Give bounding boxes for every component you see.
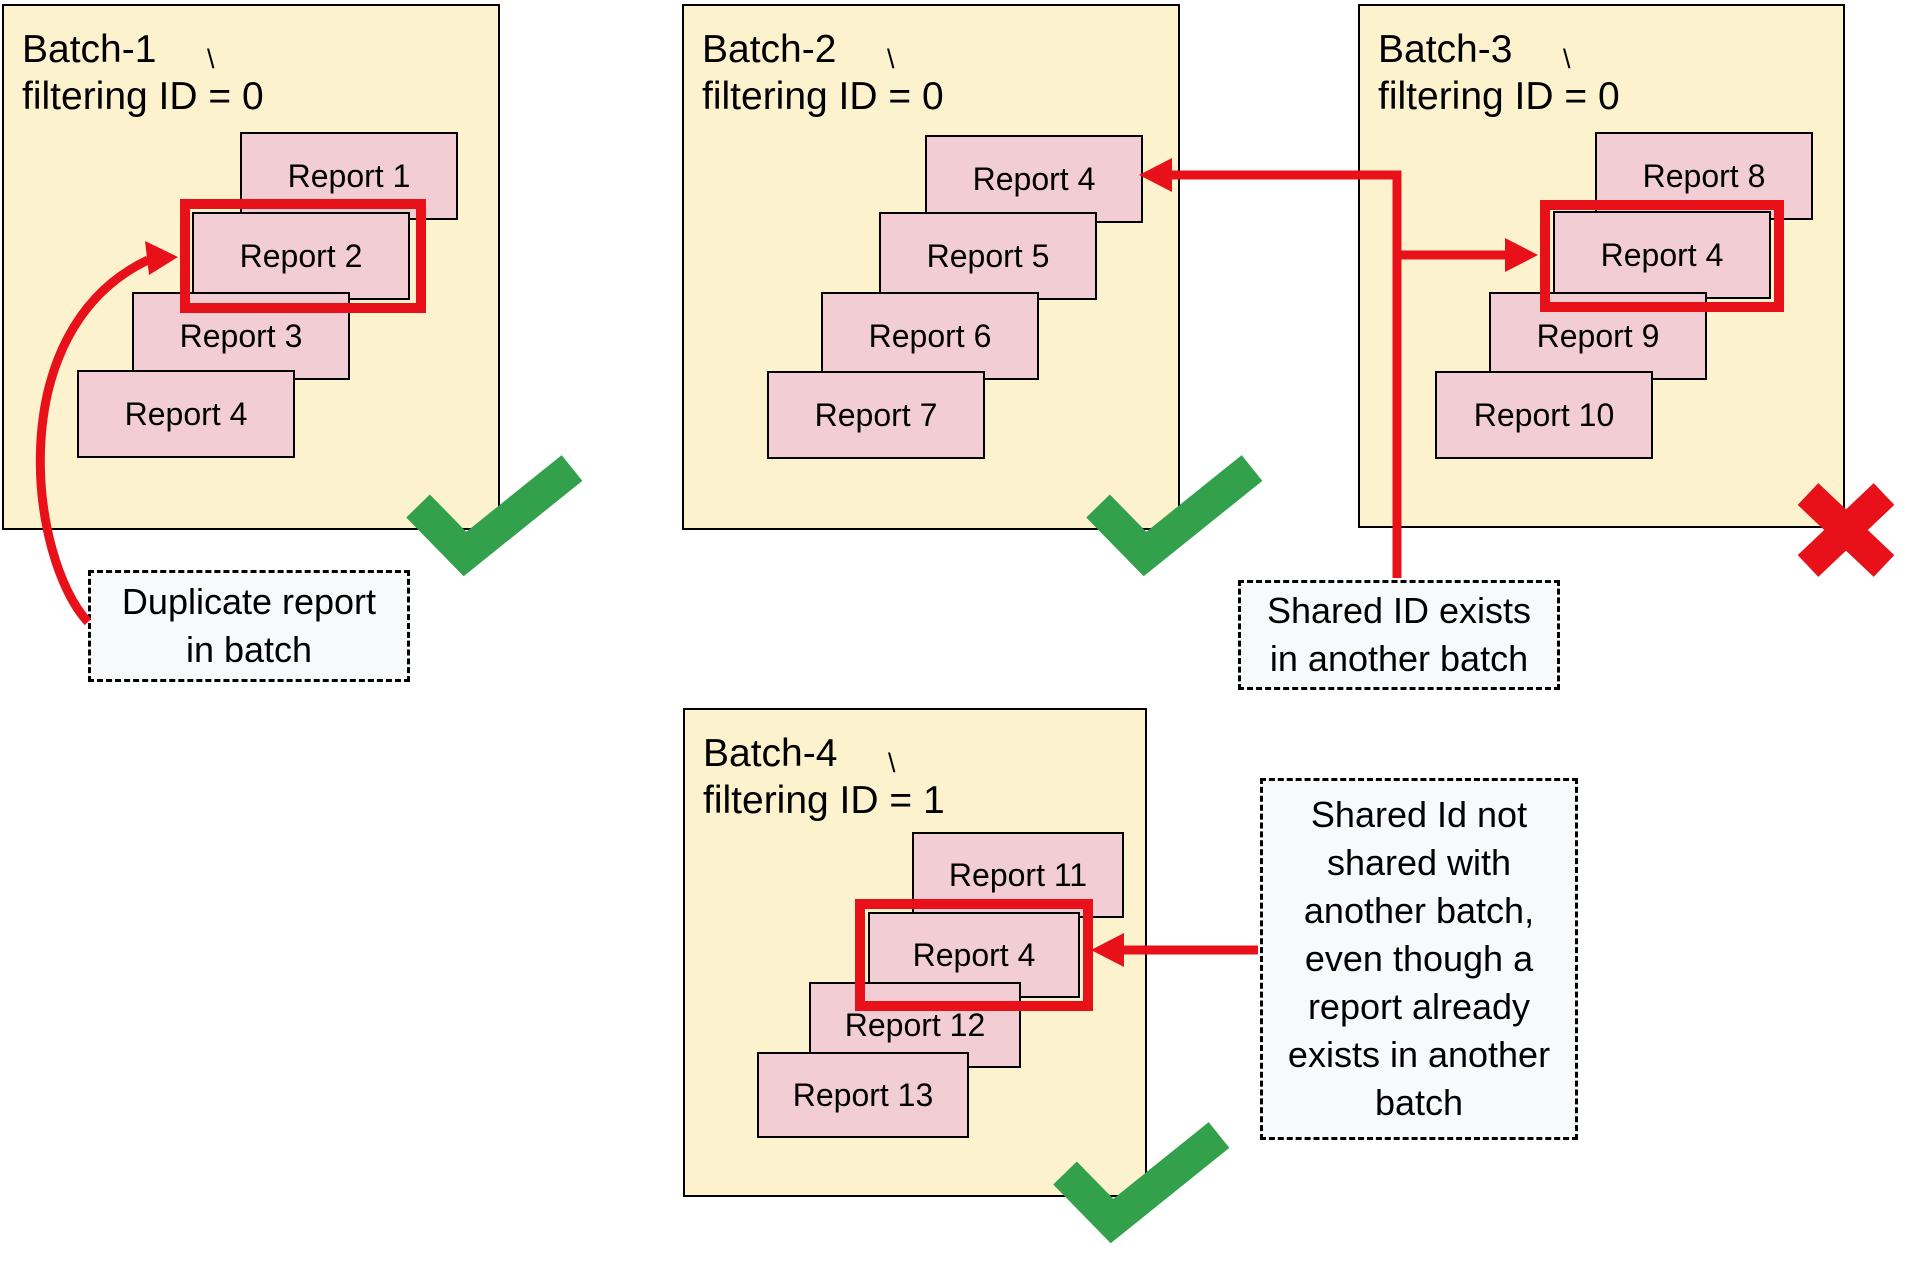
report-card: Report 4 bbox=[1553, 211, 1771, 299]
annotation-duplicate-report: Duplicate report in batch bbox=[88, 570, 410, 682]
report-card: Report 13 bbox=[757, 1052, 969, 1138]
batch-1-name: Batch-1 bbox=[22, 28, 157, 71]
note-line: Duplicate report bbox=[121, 581, 377, 622]
duplicate-report-highlight-box bbox=[180, 199, 426, 313]
note-line: report already bbox=[1307, 986, 1531, 1027]
annotation-shared-id-exists: Shared ID exists in another batch bbox=[1238, 580, 1560, 690]
note-line: shared with bbox=[1326, 842, 1512, 883]
note-line: Shared ID exists bbox=[1266, 590, 1532, 631]
batch-2-name: Batch-2 bbox=[702, 28, 837, 71]
note-line: exists in another bbox=[1287, 1034, 1551, 1075]
report-card: Report 7 bbox=[767, 371, 985, 459]
note-line: Shared Id not bbox=[1310, 794, 1528, 835]
batch-1-subtitle: filtering ID = 0 bbox=[22, 75, 264, 118]
batch-3-subtitle: filtering ID = 0 bbox=[1378, 75, 1620, 118]
note-line: batch bbox=[1374, 1082, 1464, 1123]
report-card: Report 5 bbox=[879, 212, 1097, 300]
note-line: another batch, bbox=[1303, 890, 1535, 931]
annotation-shared-id-not-shared: Shared Id not shared with another batch,… bbox=[1260, 778, 1578, 1140]
note-line: in another batch bbox=[1269, 638, 1529, 679]
batch-4-subtitle: filtering ID = 1 bbox=[703, 779, 945, 822]
report-card: Report 4 bbox=[925, 135, 1143, 223]
batch-4-tick-mark: \ bbox=[888, 748, 896, 778]
report-card: Report 10 bbox=[1435, 371, 1653, 459]
batch-2-tick-mark: \ bbox=[887, 44, 895, 74]
batch-3-tick-mark: \ bbox=[1563, 44, 1571, 74]
shared-id-highlight-box bbox=[1540, 200, 1784, 312]
note-line: even though a bbox=[1304, 938, 1534, 979]
note-line: in batch bbox=[185, 629, 313, 670]
batch-4-name: Batch-4 bbox=[703, 732, 838, 775]
not-shared-highlight-box bbox=[855, 899, 1093, 1011]
batch-3-name: Batch-3 bbox=[1378, 28, 1513, 71]
report-card: Report 4 bbox=[77, 370, 295, 458]
batch-2-subtitle: filtering ID = 0 bbox=[702, 75, 944, 118]
batch-1-tick-mark: \ bbox=[207, 44, 215, 74]
report-card: Report 6 bbox=[821, 292, 1039, 380]
